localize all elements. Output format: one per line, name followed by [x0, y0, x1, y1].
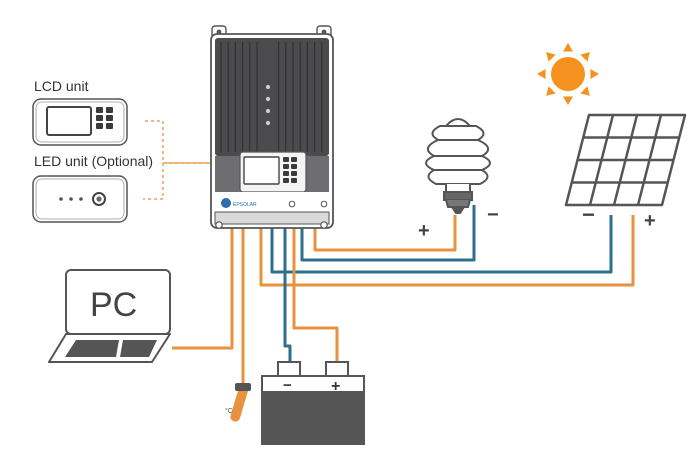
wire-battery-positive [292, 222, 339, 362]
wire-pv-positive [259, 215, 635, 287]
battery-plus-label: + [331, 378, 340, 395]
brand-label: EPSOLAR [233, 202, 257, 208]
wire-pv-negative [270, 215, 613, 274]
led-unit-icon [32, 175, 128, 223]
panel-minus-label: − [582, 202, 595, 227]
link-led [143, 163, 164, 200]
solar-charge-controller-icon: EPSOLAR [210, 25, 334, 229]
lcd-unit-icon [32, 98, 128, 146]
temp-sensor-label: °C [225, 407, 233, 415]
wire-battery-negative [283, 222, 292, 362]
link-lcd [143, 120, 220, 164]
led-unit-label: LED unit (Optional) [34, 153, 153, 169]
lamp-minus-label: − [487, 204, 499, 226]
pc-label: PC [90, 286, 137, 324]
solar-panel-icon [564, 113, 687, 207]
wire-pc-comm [172, 222, 234, 350]
wires [172, 205, 635, 383]
wire-load-negative [300, 205, 476, 262]
battery-icon [261, 361, 365, 445]
temperature-sensor-icon [230, 383, 251, 422]
brand-logo-icon [221, 198, 231, 208]
sun-icon [537, 43, 599, 105]
wire-load-positive [313, 215, 457, 252]
lamp-plus-label: + [418, 220, 430, 242]
cfl-bulb-icon [425, 118, 491, 214]
laptop-icon [48, 269, 171, 363]
battery-minus-label: − [283, 377, 292, 394]
lcd-unit-label: LCD unit [34, 78, 89, 94]
panel-plus-label: + [644, 210, 656, 232]
